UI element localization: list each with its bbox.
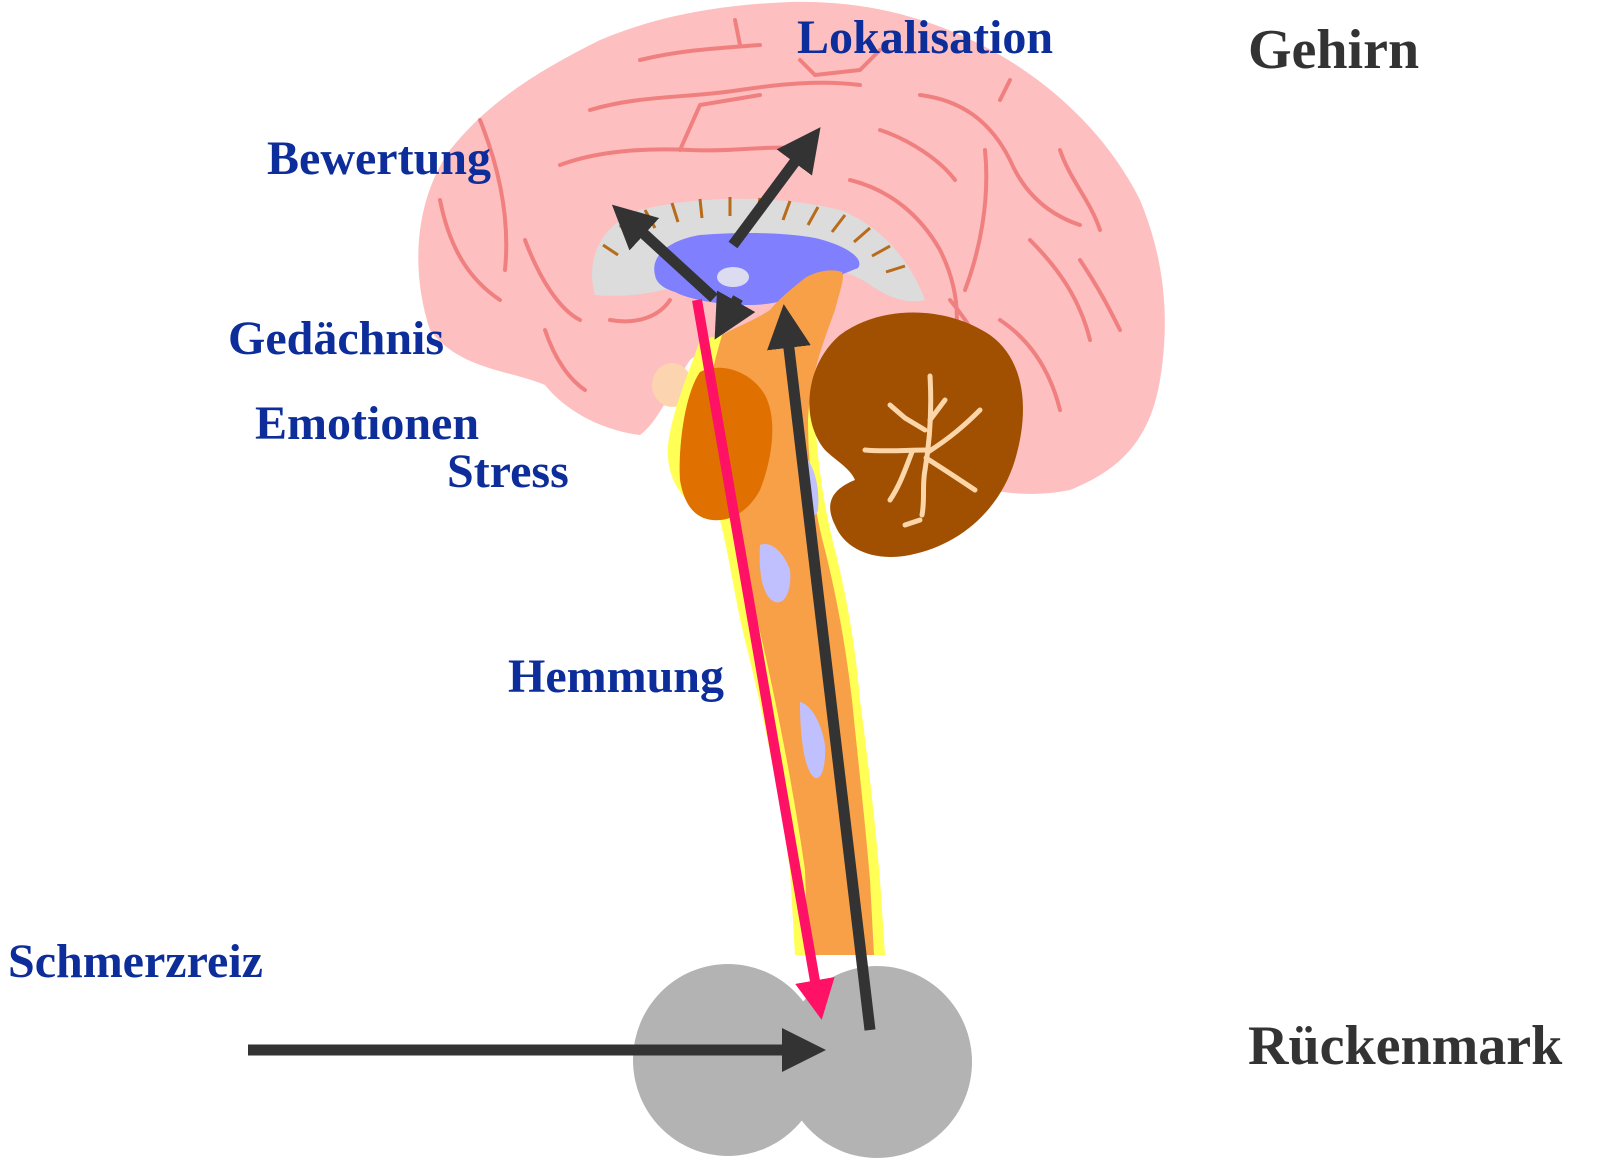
- label-gedaechnis: Gedächnis: [228, 315, 444, 363]
- label-emotionen: Emotionen: [255, 400, 479, 448]
- label-hemmung: Hemmung: [508, 653, 724, 701]
- label-schmerzreiz: Schmerzreiz: [8, 938, 263, 986]
- pineal-body: [717, 267, 749, 287]
- label-bewertung: Bewertung: [267, 135, 491, 183]
- spinal-cord-right-lobe: [782, 966, 972, 1158]
- label-stress: Stress: [447, 448, 569, 496]
- label-rueckenmark: Rückenmark: [1248, 1018, 1562, 1074]
- label-gehirn: Gehirn: [1248, 22, 1419, 78]
- label-lokalisation: Lokalisation: [797, 14, 1053, 62]
